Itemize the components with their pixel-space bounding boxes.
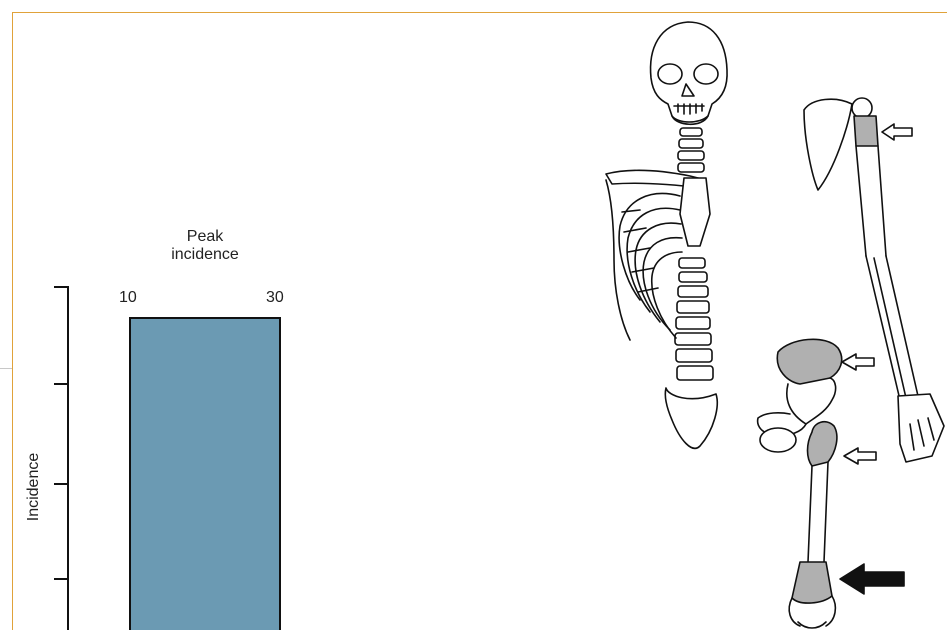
- skull-icon: [651, 22, 728, 124]
- femur-icon: [789, 422, 837, 628]
- distal-femur-arrow: [840, 564, 904, 594]
- arm-bones-icon: [804, 98, 944, 462]
- ribcage-icon: [606, 170, 710, 340]
- ilium-arrow: [842, 354, 874, 370]
- humerus-arrow: [882, 124, 912, 140]
- femoral-head-arrow: [844, 448, 876, 464]
